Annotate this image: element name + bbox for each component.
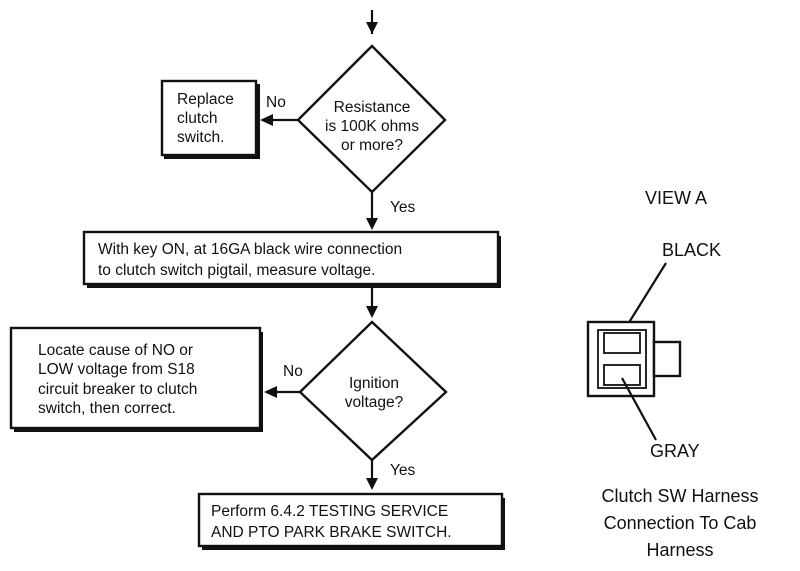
decision-resistance: Resistance is 100K ohms or more? <box>296 44 447 194</box>
decision-ignition-voltage: Ignition voltage? <box>298 320 448 462</box>
action-locate-line-2: LOW voltage from S18 <box>38 361 195 378</box>
action-replace-line-2: clutch <box>177 110 218 127</box>
action-locate-cause: Locate cause of NO or LOW voltage from S… <box>9 326 263 432</box>
action-locate-line-1: Locate cause of NO or <box>38 342 193 359</box>
yes-arrowhead-2 <box>366 478 378 490</box>
gray-leader-line <box>621 377 657 441</box>
decision-ignition-line-1: Ignition <box>349 375 399 392</box>
label-no-1: No <box>266 94 286 111</box>
yes-arrowhead-1 <box>366 218 378 230</box>
label-yes-1: Yes <box>390 199 416 216</box>
black-terminal-cavity <box>603 332 641 354</box>
step-perform-line-2: AND PTO PARK BRAKE SWITCH. <box>211 524 452 541</box>
arrowhead-to-decision-2 <box>366 306 378 318</box>
label-gray-wire: GRAY <box>650 441 700 461</box>
step-measure-line-2: to clutch switch pigtail, measure voltag… <box>98 262 375 279</box>
label-no-2: No <box>283 363 303 380</box>
label-yes-2: Yes <box>390 462 416 479</box>
action-replace-switch: Replace clutch switch. <box>160 79 260 159</box>
action-replace-line-3: switch. <box>177 129 224 146</box>
action-replace-line-1: Replace <box>177 91 234 108</box>
label-black-wire: BLACK <box>662 240 721 260</box>
view-a-caption-line-3: Harness <box>646 540 713 560</box>
action-locate-line-3: circuit breaker to clutch <box>38 381 197 398</box>
decision-resistance-line-2: is 100K ohms <box>325 118 419 135</box>
step-perform-line-1: Perform 6.4.2 TESTING SERVICE <box>211 503 448 520</box>
decision-resistance-line-3: or more? <box>341 137 403 154</box>
decision-resistance-line-1: Resistance <box>334 99 411 116</box>
view-a-caption-line-1: Clutch SW Harness <box>601 486 758 506</box>
view-a-title: VIEW A <box>645 188 707 208</box>
entry-arrowhead <box>366 22 378 34</box>
action-locate-line-4: switch, then correct. <box>38 400 176 417</box>
gray-terminal-cavity <box>603 364 641 386</box>
step-measure-voltage: With key ON, at 16GA black wire connecti… <box>82 230 501 288</box>
step-measure-line-1: With key ON, at 16GA black wire connecti… <box>98 241 402 258</box>
decision-ignition-line-2: voltage? <box>345 394 404 411</box>
connector-view-a <box>586 320 682 398</box>
step-perform-testing: Perform 6.4.2 TESTING SERVICE AND PTO PA… <box>197 492 505 550</box>
view-a-caption-line-2: Connection To Cab <box>604 513 757 533</box>
no-arrowhead-1 <box>260 114 273 126</box>
no-arrowhead-2 <box>264 386 277 398</box>
